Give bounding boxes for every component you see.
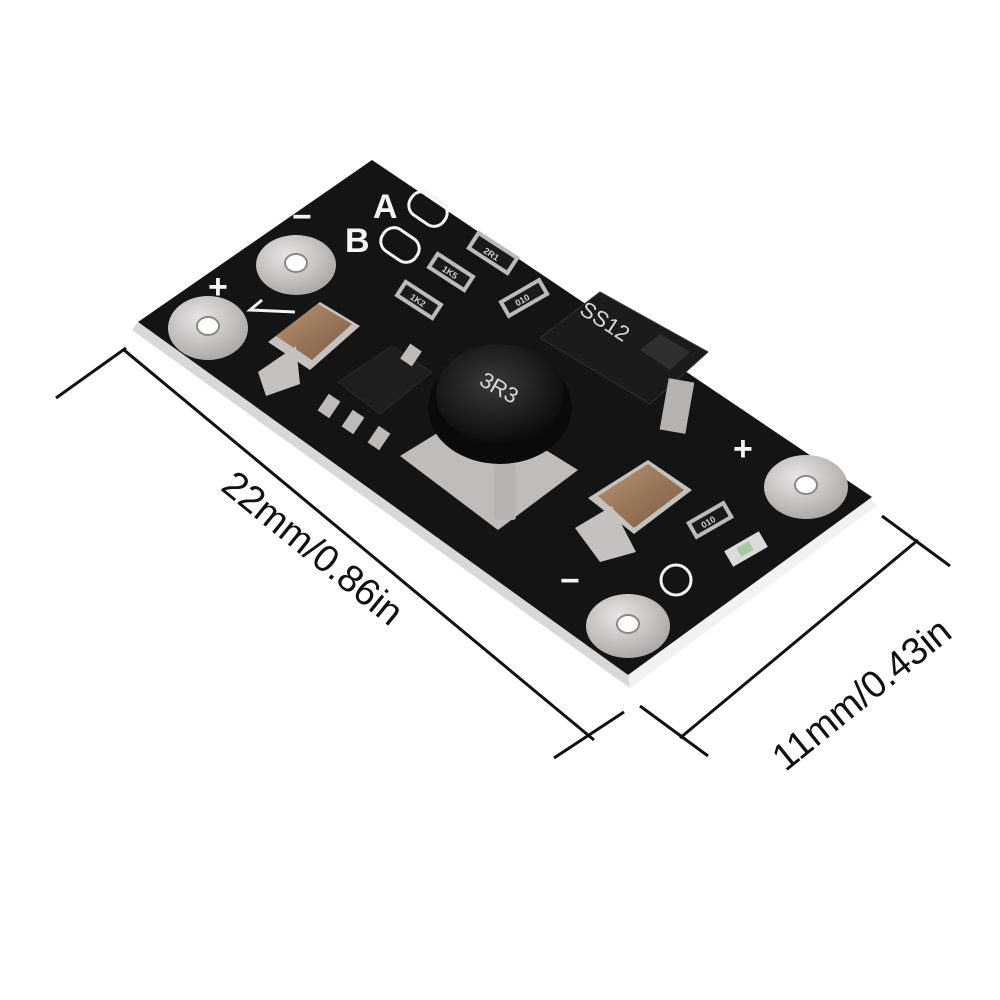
led-outline	[659, 563, 693, 597]
resistor-r5: 010	[685, 500, 735, 540]
solder-pad-right-plus	[764, 455, 848, 519]
silk-label-b: B	[345, 222, 370, 260]
solder-pad-left-minus	[256, 235, 336, 295]
capacitor-input	[258, 302, 360, 396]
width-label: 11mm/0.43in	[765, 610, 960, 779]
silk-plus-left: +	[208, 268, 228, 306]
inductor: 3R3	[400, 344, 578, 530]
silk-arrow	[246, 298, 296, 314]
resistor-r3: 1K2	[394, 279, 444, 321]
solder-pad-right-minus	[586, 594, 670, 658]
ic-sot23	[317, 343, 433, 451]
resistor-r4: 010	[498, 277, 550, 319]
capacitor-output	[575, 460, 692, 562]
silk-label-a: A	[373, 188, 398, 226]
jumper-pads	[379, 190, 449, 264]
silk-minus-left: −	[292, 198, 312, 236]
silk-plus-right: +	[733, 430, 753, 468]
led-chip	[724, 531, 768, 567]
resistor-r1: 2R1	[466, 230, 520, 276]
diode-ss12: SS12	[539, 291, 709, 434]
resistor-r2: 1K5	[426, 251, 476, 293]
silk-minus-right: −	[560, 562, 580, 600]
solder-pad-left-plus	[168, 296, 248, 360]
